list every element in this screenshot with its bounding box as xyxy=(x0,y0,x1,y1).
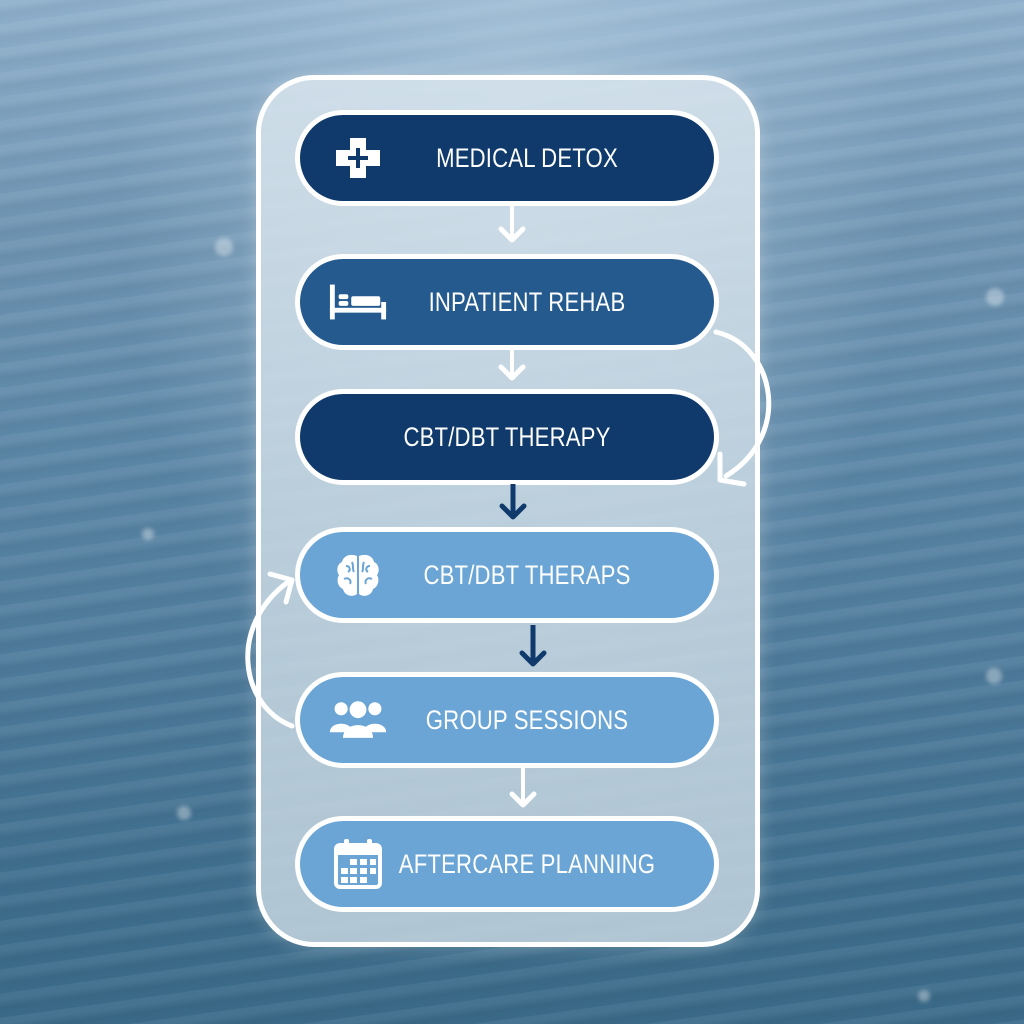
bokeh-dot xyxy=(918,990,930,1002)
step-label: AFTERCARE PLANNING xyxy=(398,848,656,879)
step-cbt-dbt-therapy: CBT/DBT THERAPY xyxy=(295,389,719,485)
group-people-icon xyxy=(328,695,388,745)
bokeh-dot xyxy=(986,288,1004,306)
down-arrow-dark xyxy=(517,625,549,671)
down-arrow xyxy=(496,349,528,385)
bokeh-dot xyxy=(142,528,154,540)
step-aftercare-planning: AFTERCARE PLANNING xyxy=(295,816,719,912)
step-label: INPATIENT REHAB xyxy=(428,286,626,317)
bokeh-dot xyxy=(215,238,233,256)
step-label: MEDICAL DETOX xyxy=(436,142,618,173)
bokeh-dot xyxy=(177,806,191,820)
step-inpatient-rehab: INPATIENT REHAB xyxy=(295,254,719,350)
medical-cross-icon xyxy=(328,133,388,183)
step-medical-detox: MEDICAL DETOX xyxy=(295,110,719,206)
calendar-icon xyxy=(328,839,388,889)
step-group-sessions: GROUP SESSIONS xyxy=(295,672,719,768)
down-arrow xyxy=(507,768,539,812)
down-arrow xyxy=(496,205,528,247)
bokeh-dot xyxy=(986,668,1002,684)
bed-icon xyxy=(328,277,388,327)
curved-arrow-right xyxy=(706,326,786,490)
curved-arrow-left xyxy=(230,566,302,732)
step-cbt-dbt-theraps: CBT/DBT THERAPS xyxy=(295,527,719,623)
step-label: GROUP SESSIONS xyxy=(425,704,629,735)
step-label: CBT/DBT THERAPY xyxy=(403,421,611,452)
brain-icon xyxy=(328,550,388,600)
step-label: CBT/DBT THERAPS xyxy=(423,559,631,590)
down-arrow-dark xyxy=(497,484,529,524)
